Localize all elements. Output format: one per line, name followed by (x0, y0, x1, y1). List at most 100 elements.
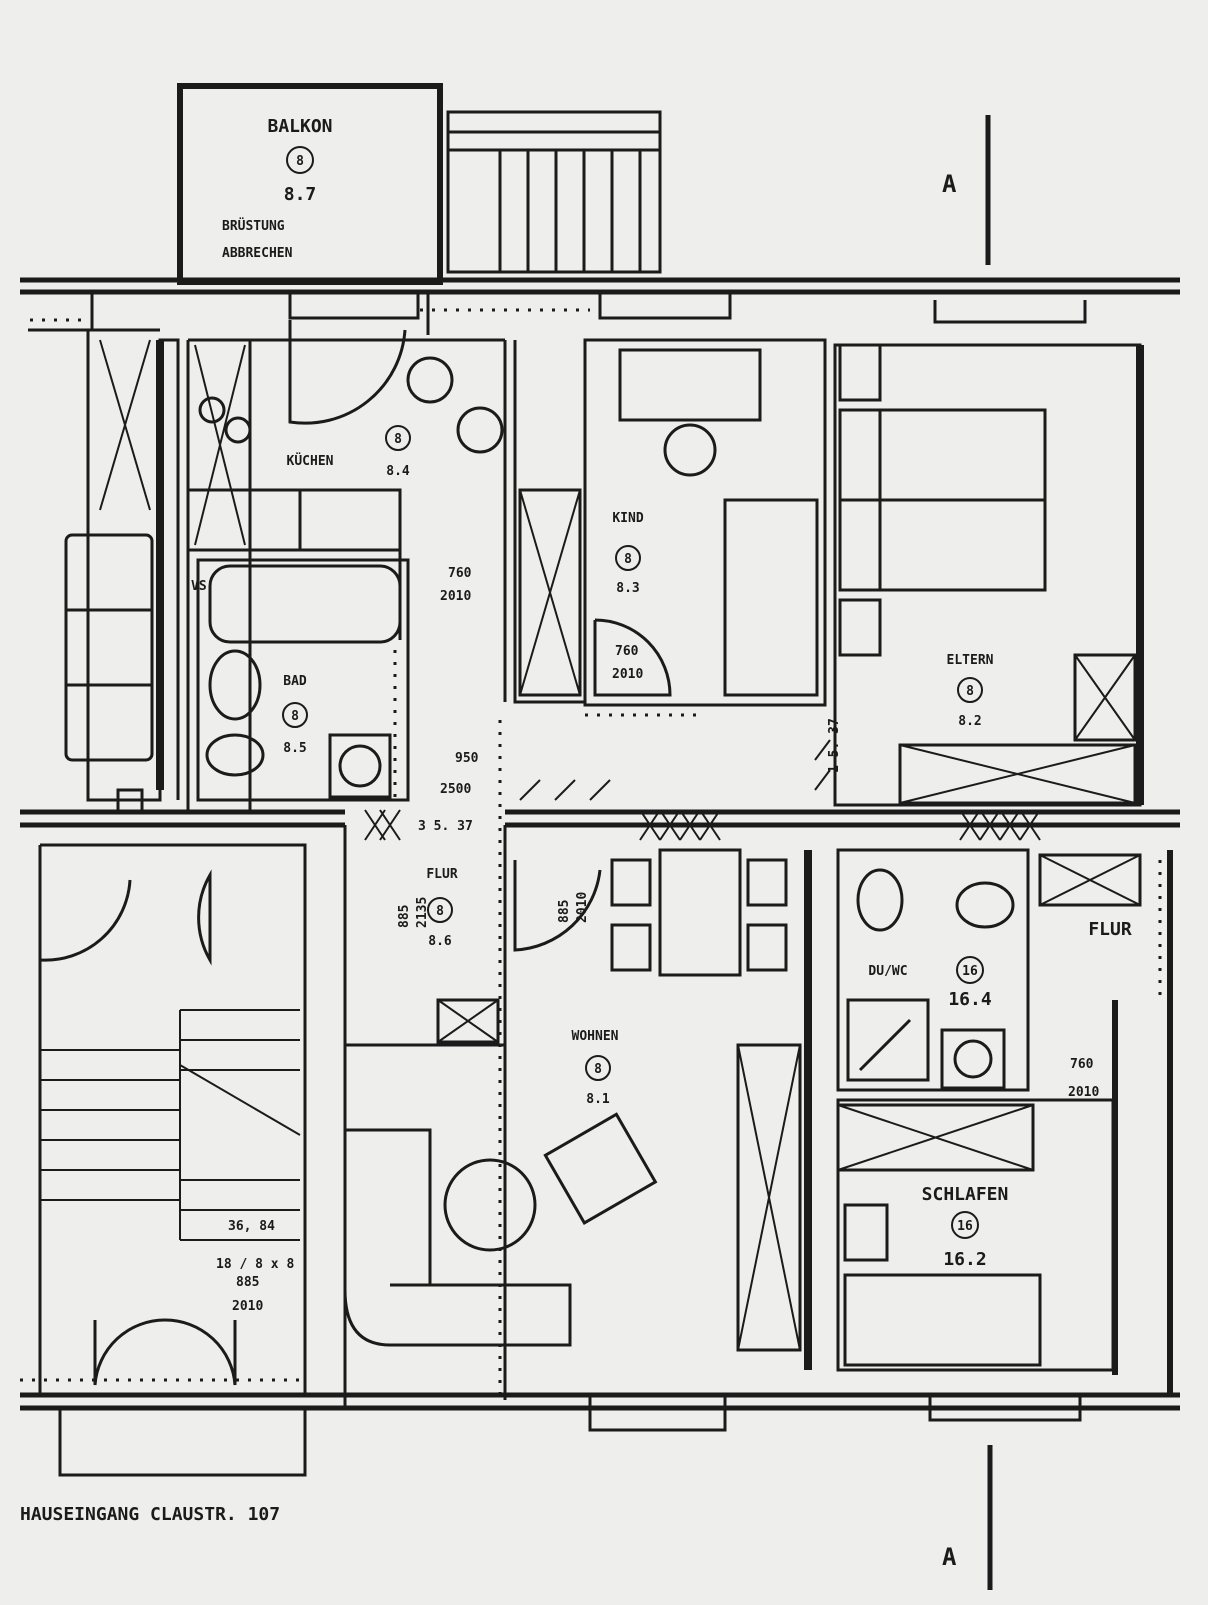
duwc-unit: 16 (962, 964, 978, 979)
kind-unit-circle (615, 545, 641, 571)
eltern-number: 8.2 (958, 714, 981, 729)
window-recesses-bottom (343, 1395, 1082, 1432)
dim-d10: 2010 (1068, 1085, 1099, 1100)
flur16-name: FLUR (1088, 919, 1132, 940)
section-marker-bottom: A (942, 1543, 957, 1571)
wohnen-shelf-x (737, 1044, 801, 1351)
schlafen-right-wall (1112, 850, 1173, 1395)
table-circle-2 (456, 406, 504, 454)
kuechen-number: 8.4 (386, 464, 410, 479)
balkon-note-2: ABBRECHEN (222, 246, 293, 261)
flur-door-right (513, 860, 602, 952)
duwc-sink (955, 881, 1015, 929)
balkon-note-1: BRÜSTUNG (222, 218, 285, 234)
wohnen-number: 8.1 (586, 1092, 610, 1107)
dim-d2: 2010 (440, 589, 471, 604)
sofa-left-cushions (66, 608, 152, 687)
dim-d8: 2135 (415, 897, 430, 928)
chair-2 (610, 923, 652, 972)
outer-wall-bottom (20, 1392, 1180, 1411)
wohnen-name: WOHNEN (572, 1029, 619, 1044)
hatch-4 (519, 739, 831, 801)
dim-d5: 950 (455, 751, 479, 766)
kitchen-door (288, 320, 407, 425)
balkon-unit-circle (286, 146, 314, 174)
kind-bed (723, 498, 819, 697)
bad-unit: 8 (291, 709, 299, 724)
stair-label-2: 18 / 8 x 8 (216, 1257, 294, 1272)
duwc-washer-drum (953, 1039, 993, 1079)
flur-number: 8.6 (428, 934, 452, 949)
kind-unit: 8 (624, 552, 632, 567)
wohnen-unit: 8 (594, 1062, 602, 1077)
wohnen-unit-circle (585, 1055, 611, 1081)
eltern-cabinet-x (1074, 654, 1136, 741)
schlafen-bed (843, 1273, 1042, 1367)
dim-v1: VS (191, 579, 207, 594)
stair-steps (40, 1009, 301, 1241)
kuechen-unit-circle (385, 425, 411, 451)
bad-name: BAD (283, 674, 307, 689)
washer-drum (338, 744, 382, 788)
bad-unit-circle (282, 702, 308, 728)
armchair (543, 1112, 658, 1225)
kitchen-x (99, 339, 246, 546)
flur-unit: 8 (436, 904, 444, 919)
flur-name: FLUR (426, 867, 457, 882)
entrance-step (58, 1410, 307, 1477)
eltern-unit-circle (957, 677, 983, 703)
eltern-unit: 8 (966, 684, 974, 699)
duwc-name: DU/WC (868, 964, 907, 979)
stair-door-left (38, 875, 132, 962)
dim-flr2: 1 5. 37 (827, 718, 842, 773)
table-circle-1 (406, 356, 454, 404)
eltern-name: ELTERN (947, 653, 994, 668)
duwc-shower (846, 998, 930, 1082)
stair-label-4: 2010 (232, 1299, 263, 1314)
duwc-room (836, 848, 1030, 1092)
flur-cabinet (436, 998, 500, 1044)
small-box (116, 788, 144, 814)
kitchen-counter (188, 338, 402, 640)
window-recesses-top (28, 292, 1087, 335)
duwc-toilet (856, 868, 904, 932)
toilet (208, 649, 262, 721)
schlafen-wardrobe-x (837, 1104, 1034, 1171)
bathtub (208, 564, 402, 644)
flur-cabinet-x (437, 999, 499, 1043)
schlafen-unit-circle (951, 1211, 979, 1239)
flur-unit-circle (427, 897, 453, 923)
dim-d3: 760 (615, 644, 639, 659)
kitchen-stove (198, 396, 226, 424)
dotted-corridor (20, 308, 1162, 1400)
stairwell (38, 843, 307, 1395)
kind-door (593, 618, 672, 697)
washer (328, 733, 392, 799)
dim-d9: 760 (1070, 1057, 1094, 1072)
outer-wall-top (20, 277, 1180, 295)
dim-d12: 2010 (575, 892, 590, 923)
stair-label-1: 36, 84 (228, 1219, 275, 1234)
kind-wardrobe (518, 488, 582, 697)
chair-1 (610, 858, 652, 907)
dining-table (658, 848, 742, 977)
sink (205, 733, 265, 777)
bad-number: 8.5 (283, 741, 306, 756)
dim-flr: 3 5. 37 (418, 819, 473, 834)
eltern-wardrobe (898, 743, 1137, 805)
dim-d6: 2500 (440, 782, 471, 797)
kind-wardrobe-x (519, 489, 581, 696)
duwc-unit-circle (956, 956, 984, 984)
wohnen-shelf (736, 1043, 802, 1352)
schlafen-nightstand (843, 1203, 889, 1262)
duwc-cabinet-x (1039, 854, 1141, 906)
chair-4 (746, 923, 788, 972)
chair-3 (746, 858, 788, 907)
schlafen-unit: 16 (957, 1219, 973, 1234)
kitchen-stove-2 (224, 416, 252, 444)
corner-sofa (343, 1128, 572, 1347)
dim-d1: 760 (448, 566, 472, 581)
duwc-cabinet (1038, 853, 1142, 907)
entrance-label: HAUSEINGANG CLAUSTR. 107 (20, 1504, 280, 1525)
balkon-number: 8.7 (284, 184, 317, 205)
